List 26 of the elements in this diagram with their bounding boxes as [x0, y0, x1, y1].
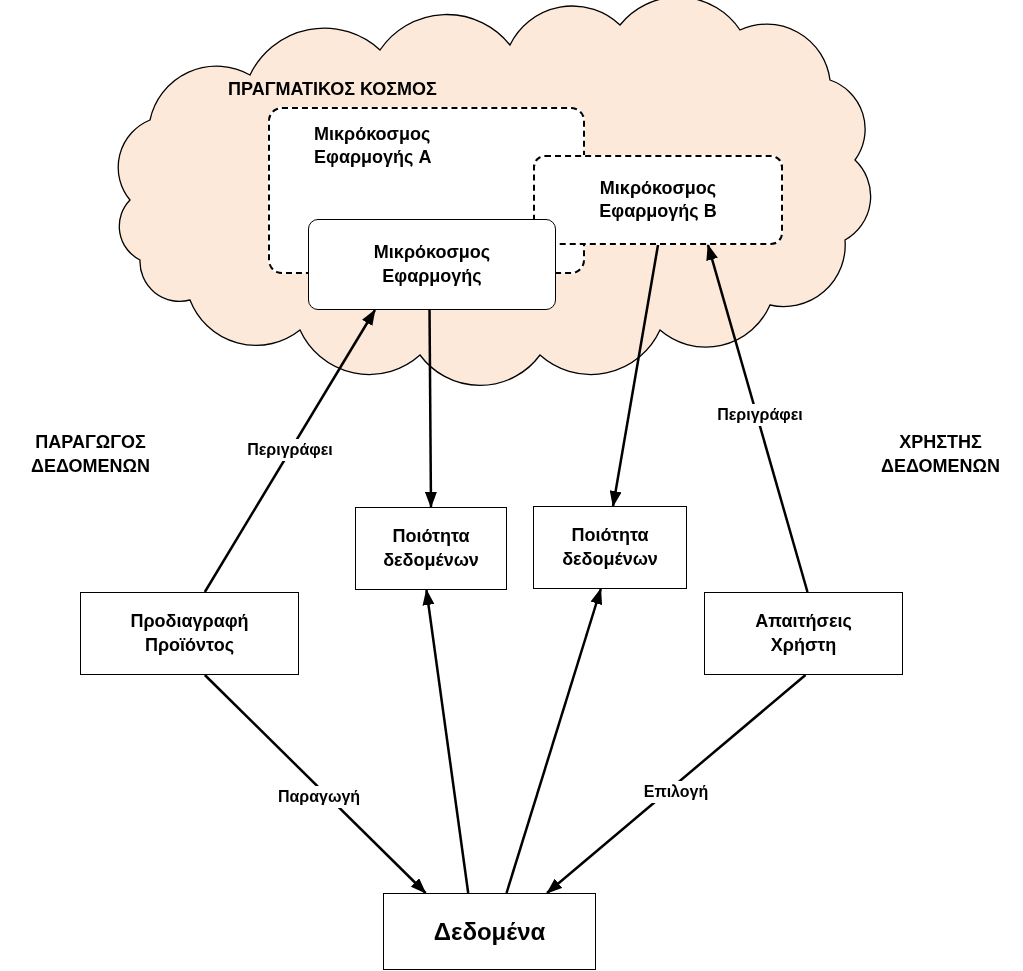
box-label: Απαιτήσεις Χρήστη [754, 610, 853, 657]
arrow [706, 244, 809, 593]
arrow [609, 244, 660, 507]
side-label: ΠΑΡΑΓΩΓΟΣ ΔΕΔΟΜΕΝΩΝ [30, 431, 151, 479]
cloud-title: ΠΡΑΓΜΑΤΙΚΟΣ ΚΟΣΜΟΣ [228, 78, 437, 101]
arrow [203, 309, 377, 593]
process-box [704, 592, 903, 675]
box-label: Μικρόκοσμος Εφαρμογής [372, 241, 492, 288]
arrow [546, 674, 807, 894]
process-box [533, 506, 687, 589]
arrow [424, 310, 437, 508]
rounded-box [308, 219, 556, 310]
arrow [505, 588, 603, 894]
box-label: Μικρόκοσμος Εφαρμογής B [598, 176, 718, 223]
arrow [203, 674, 427, 894]
dashed-box [533, 155, 783, 245]
box-label: Ποιότητα δεδομένων [382, 525, 480, 572]
box-label: Ποιότητα δεδομένων [561, 524, 659, 571]
arrow [422, 589, 470, 894]
box-label: Προδιαγραφή Προϊόντος [129, 610, 250, 657]
process-box [355, 507, 507, 590]
process-box [80, 592, 299, 675]
process-box [383, 893, 596, 970]
box-label: Μικρόκοσμος Εφαρμογής A [314, 123, 433, 170]
side-label: ΧΡΗΣΤΗΣ ΔΕΔΟΜΕΝΩΝ [880, 431, 1001, 479]
box-label: Δεδομένα [433, 916, 546, 947]
